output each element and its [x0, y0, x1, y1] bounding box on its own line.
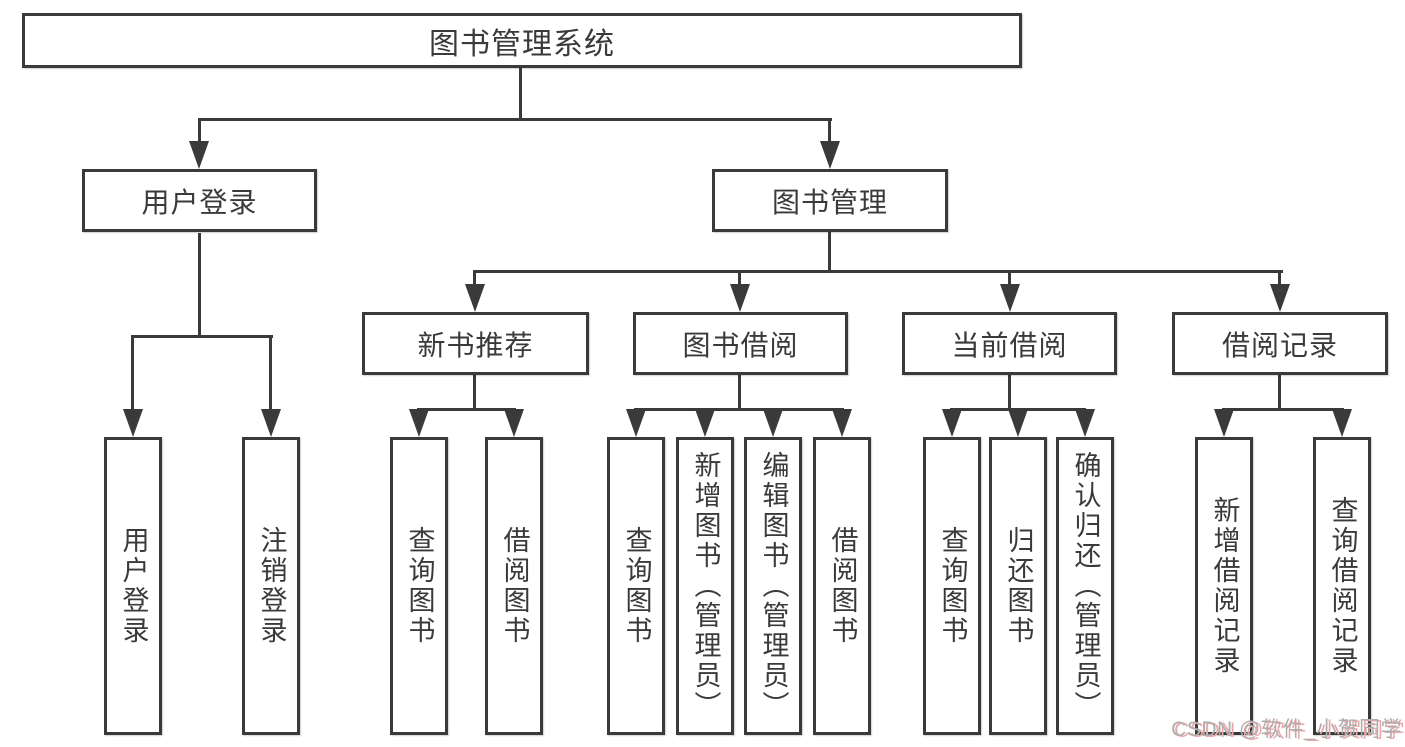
connector-line — [738, 270, 741, 286]
connector-line — [198, 118, 201, 142]
connector-line — [473, 270, 1283, 273]
connector-line — [828, 118, 831, 142]
arrow-down-icon — [1332, 409, 1352, 437]
arrow-down-icon — [695, 409, 715, 437]
arrow-down-icon — [409, 409, 429, 437]
arrow-down-icon — [261, 409, 281, 437]
connector-line — [634, 408, 844, 411]
leaf-label: 编辑图书（管理员） — [758, 451, 789, 721]
connector-line — [198, 118, 832, 121]
leaf-borrow-add-books-admin: 新增图书（管理员） — [676, 437, 734, 735]
leaf-borrow-edit-books-admin: 编辑图书（管理员） — [744, 437, 802, 735]
connector-line — [131, 335, 273, 338]
connector-line — [417, 408, 516, 411]
node-label: 图书管理 — [771, 186, 888, 218]
arrow-down-icon — [123, 409, 143, 437]
leaf-label: 注销登录 — [256, 526, 287, 646]
leaf-current-confirm-return-admin: 确认归还（管理员） — [1056, 437, 1114, 735]
connector-line — [1278, 375, 1281, 408]
connector-line — [473, 375, 476, 408]
arrow-down-icon — [730, 284, 750, 312]
connector-line — [519, 68, 522, 118]
arrow-down-icon — [820, 141, 840, 169]
arrow-down-icon — [942, 409, 962, 437]
node-label: 图书借阅 — [682, 329, 799, 361]
arrow-down-icon — [1075, 409, 1095, 437]
leaf-label: 归还图书 — [1003, 526, 1034, 646]
leaf-current-return-books: 归还图书 — [989, 437, 1047, 735]
arrow-down-icon — [763, 409, 783, 437]
arrow-down-icon — [832, 409, 852, 437]
leaf-label: 新增借阅记录 — [1209, 496, 1240, 676]
leaf-label: 查询图书 — [621, 526, 652, 646]
arrow-down-icon — [504, 409, 524, 437]
connector-line — [1222, 408, 1344, 411]
leaf-user-login: 用户登录 — [104, 437, 162, 735]
connector-line — [1008, 375, 1011, 408]
node-book-borrow: 图书借阅 — [633, 312, 848, 375]
connector-line — [738, 375, 741, 408]
leaf-logout: 注销登录 — [242, 437, 300, 735]
node-book-management: 图书管理 — [712, 169, 948, 232]
leaf-borrow-query-books: 查询图书 — [607, 437, 665, 735]
node-root: 图书管理系统 — [22, 13, 1022, 68]
node-label: 图书管理系统 — [429, 27, 615, 61]
node-current-borrow: 当前借阅 — [902, 312, 1117, 375]
node-label: 用户登录 — [141, 186, 258, 218]
connector-line — [473, 270, 476, 286]
connector-line — [269, 335, 272, 411]
connector-line — [198, 233, 201, 335]
watermark: CSDN @软件_小贺同学 — [1171, 718, 1402, 741]
connector-line — [828, 232, 831, 270]
leaf-label: 新增图书（管理员） — [690, 451, 721, 721]
connector-line — [1008, 270, 1011, 286]
leaf-label: 用户登录 — [118, 526, 149, 646]
leaf-label: 借阅图书 — [827, 526, 858, 646]
arrow-down-icon — [626, 409, 646, 437]
leaf-records-add-record: 新增借阅记录 — [1195, 437, 1253, 735]
arrow-down-icon — [1008, 409, 1028, 437]
leaf-label: 确认归还（管理员） — [1070, 451, 1101, 721]
leaf-records-query-record: 查询借阅记录 — [1313, 437, 1371, 735]
leaf-label: 查询图书 — [404, 526, 435, 646]
node-label: 新书推荐 — [417, 329, 534, 361]
node-borrow-records: 借阅记录 — [1172, 312, 1388, 375]
node-label: 借阅记录 — [1221, 329, 1338, 361]
arrow-down-icon — [1270, 284, 1290, 312]
node-label: 当前借阅 — [951, 329, 1068, 361]
leaf-recommend-borrow-books: 借阅图书 — [485, 437, 543, 735]
leaf-recommend-query-books: 查询图书 — [390, 437, 448, 735]
node-new-book-recommend: 新书推荐 — [362, 312, 589, 375]
leaf-current-query-books: 查询图书 — [923, 437, 981, 735]
connector-line — [1278, 270, 1281, 286]
leaf-label: 查询图书 — [937, 526, 968, 646]
arrow-down-icon — [1000, 284, 1020, 312]
arrow-down-icon — [1214, 409, 1234, 437]
node-user-login: 用户登录 — [82, 169, 317, 232]
leaf-label: 借阅图书 — [499, 526, 530, 646]
connector-line — [131, 335, 134, 411]
arrow-down-icon — [465, 284, 485, 312]
arrow-down-icon — [189, 141, 209, 169]
leaf-borrow-borrow-books: 借阅图书 — [813, 437, 871, 735]
leaf-label: 查询借阅记录 — [1327, 496, 1358, 676]
